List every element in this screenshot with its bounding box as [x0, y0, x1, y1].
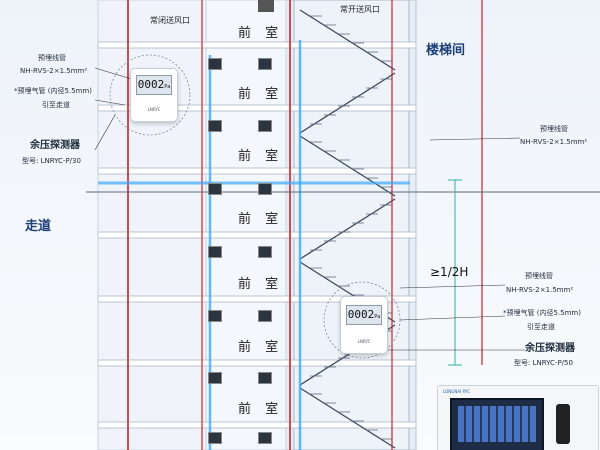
- stair-flight: [299, 198, 396, 260]
- antechamber-label: 前 室: [238, 277, 284, 292]
- antechamber-vent-icon: [258, 372, 272, 384]
- stair-flight: [299, 72, 396, 134]
- left-detector-title: 余压探测器: [30, 140, 80, 151]
- left-tube-title: *预埋气管 (内径5.5mm): [14, 87, 92, 95]
- panel-knob: [556, 404, 570, 444]
- right-device-reading: 0002: [347, 308, 375, 321]
- panel-screen: [450, 398, 544, 450]
- antechamber-label: 前 室: [238, 26, 284, 41]
- floor-slab: [97, 295, 417, 303]
- antechamber-vent-icon: [258, 120, 272, 132]
- corridor-vent-icon: [208, 120, 222, 132]
- antechamber-vent-icon: [258, 432, 272, 444]
- floor-slab: [97, 231, 417, 239]
- left-device-unit: Pa: [164, 84, 171, 90]
- left-pipe-spec: NH-RVS-2×1.5mm²: [20, 67, 88, 75]
- stair-flight: [299, 9, 396, 71]
- right-tube-dest: 引至走道: [527, 323, 555, 331]
- corridor-vent-icon: [208, 183, 222, 195]
- left-detector-model: 型号: LNRYC-P/30: [22, 157, 81, 165]
- corridor-vent-icon: [208, 310, 222, 322]
- corridor-vent-icon: [208, 58, 222, 70]
- panel-brand: LONGNAI RYC: [443, 389, 471, 394]
- corridor-vent-icon: [208, 372, 222, 384]
- right-tube-title: *预埋气管 (内径5.5mm): [503, 309, 581, 317]
- top-vent-left-label: 常闭送风口: [150, 16, 190, 25]
- left-device-reading: 0002: [137, 78, 165, 91]
- top-vent-right-label: 常开送风口: [340, 5, 380, 14]
- floor-slab: [97, 167, 417, 175]
- floor-slab: [97, 41, 417, 49]
- left-pipe-title: 预埋线管: [38, 54, 66, 62]
- antechamber-vent-icon: [258, 58, 272, 70]
- staircase-label: 楼梯间: [426, 43, 466, 58]
- floor-slab: [97, 104, 417, 112]
- antechamber-vent-icon: [258, 310, 272, 322]
- left-detector-device: 0002Pa LNRYC: [130, 68, 178, 122]
- antechamber-label: 前 室: [238, 149, 284, 164]
- right-detector-device: 0002Pa LNRYC: [340, 296, 388, 354]
- right-top-pipe-title: 预埋线管: [540, 125, 568, 133]
- antechamber-label: 前 室: [238, 340, 284, 355]
- right-detector-model: 型号: LNRYC-P/50: [514, 359, 573, 367]
- right-pipe-title: 预埋线管: [525, 272, 553, 280]
- antechamber-label: 前 室: [238, 87, 284, 102]
- antechamber-label: 前 室: [238, 402, 284, 417]
- ratio-label: ≥1/2H: [430, 265, 469, 279]
- antechamber-vent-icon: [258, 246, 272, 258]
- corridor-vent-icon: [208, 432, 222, 444]
- floor-slabs: [97, 41, 417, 429]
- controller-panel: LONGNAI RYC: [437, 385, 599, 450]
- corridor-vent-icon: [208, 246, 222, 258]
- antechamber-vent-icon: [258, 183, 272, 195]
- corridor-label: 走道: [25, 219, 52, 234]
- left-tube-dest: 引至走道: [42, 101, 70, 109]
- stair-flight: [299, 135, 396, 197]
- floor-slab: [97, 359, 417, 367]
- left-device-brand: LNRYC: [147, 107, 161, 112]
- right-device-unit: Pa: [374, 314, 381, 320]
- floor-slab: [97, 421, 417, 429]
- right-pipe-spec: NH-RVS-2×1.5mm²: [506, 286, 574, 294]
- right-top-pipe-spec: NH-RVS-2×1.5mm²: [520, 138, 588, 146]
- stair-flight: [299, 387, 396, 449]
- right-detector-title: 余压探测器: [525, 343, 575, 354]
- right-device-brand: LNRYC: [357, 339, 371, 344]
- antechamber-label: 前 室: [238, 212, 284, 227]
